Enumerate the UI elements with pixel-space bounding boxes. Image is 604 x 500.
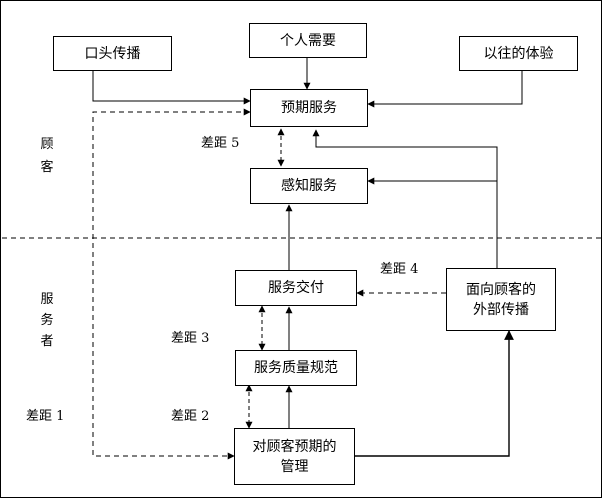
gap3-label: 差距 3 (171, 331, 210, 346)
word-of-mouth-box: 口头传播 (53, 36, 172, 71)
arrow-extcomm-to-expected (312, 129, 498, 268)
service-delivery-box: 服务交付 (235, 270, 357, 306)
arrow-mgmt-to-extcomm (355, 330, 514, 457)
personal-needs-box: 个人需要 (249, 23, 367, 58)
arrow-past-to-expected (367, 70, 523, 108)
gap4-label: 差距 4 (380, 262, 419, 277)
gap2-label: 差距 2 (171, 409, 210, 424)
arrow-wom-to-expected (92, 70, 251, 105)
zone-label-provider: 服务者 (40, 292, 54, 349)
past-experience-box: 以往的体验 (459, 36, 578, 71)
management-perception-box: 对顾客预期的管理 (234, 428, 355, 485)
expected-service-box: 预期服务 (250, 89, 368, 127)
service-quality-spec-box: 服务质量规范 (235, 350, 357, 386)
zone-label-customer: 顾客 (40, 137, 54, 175)
gap1-label: 差距 1 (26, 409, 65, 424)
external-communication-box: 面向顾客的外部传播 (446, 268, 556, 331)
perceived-service-box: 感知服务 (250, 168, 368, 204)
gap1-arrow (92, 108, 251, 460)
gap5-label: 差距 5 (201, 136, 240, 151)
